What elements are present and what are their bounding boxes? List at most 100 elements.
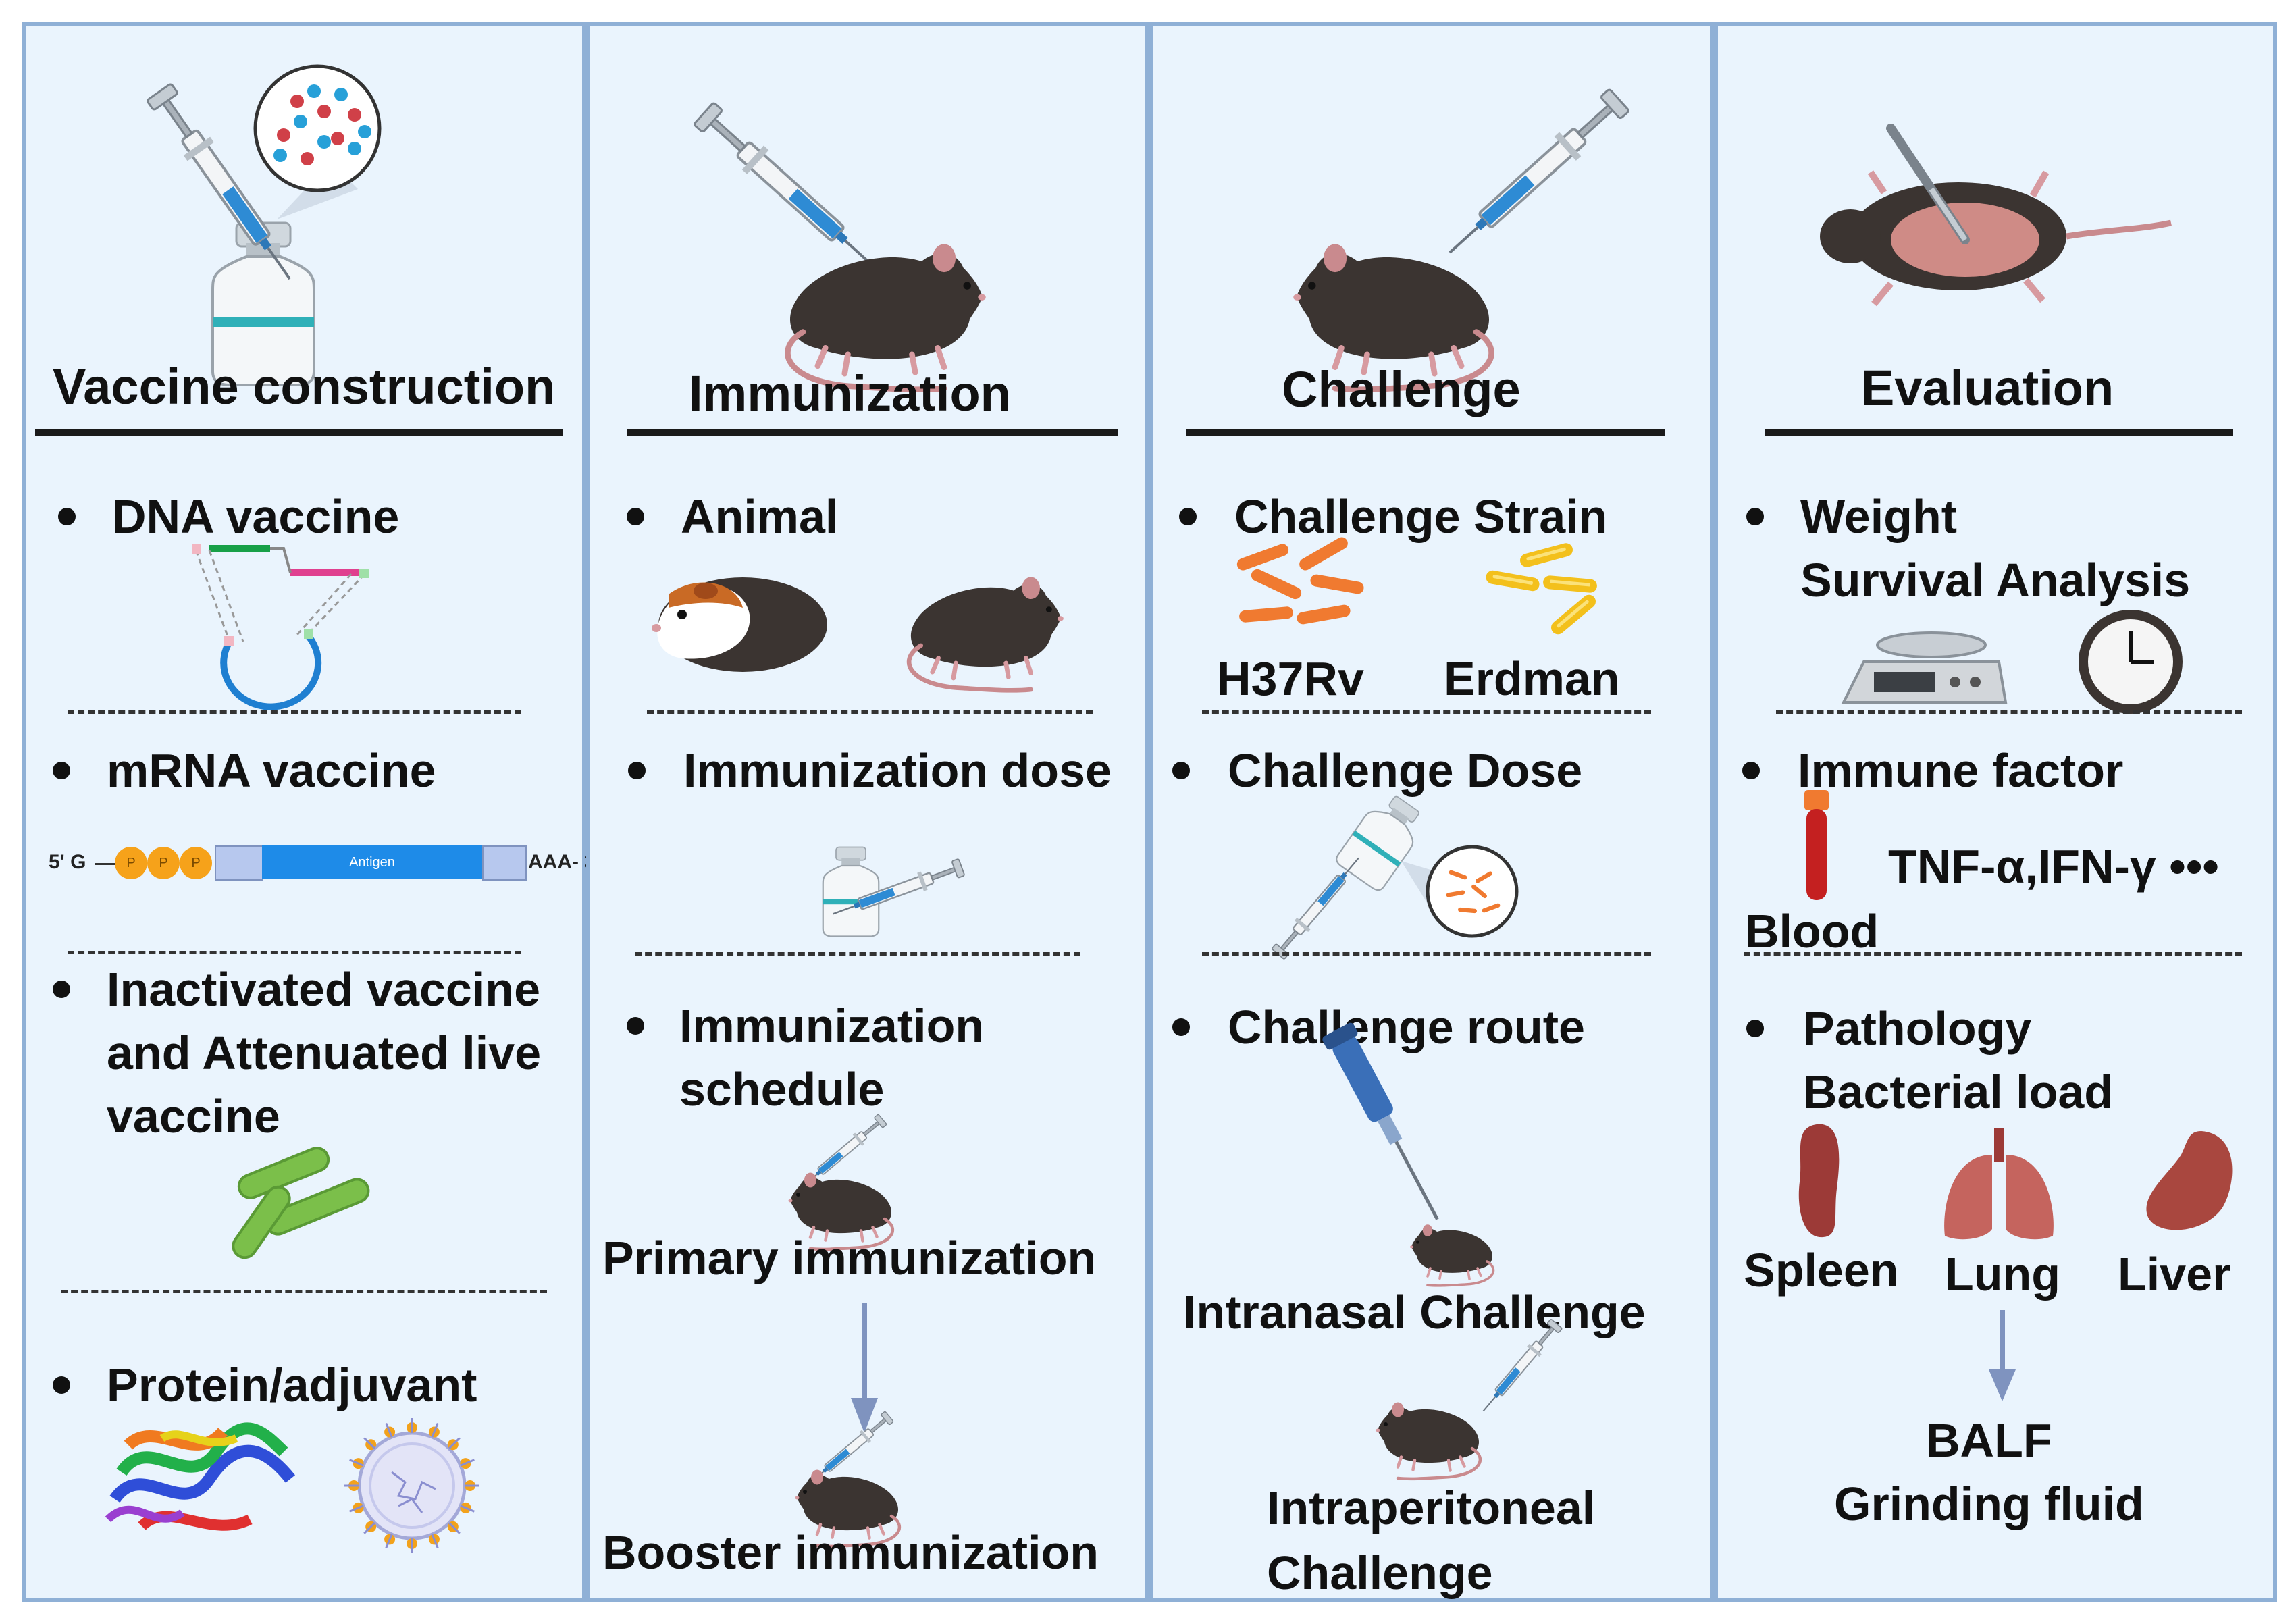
item-label: Animal: [681, 490, 839, 543]
strain-label: H37Rv: [1217, 652, 1364, 705]
adjuvant-spike: [363, 1437, 375, 1449]
organ-label: Spleen: [1744, 1244, 1899, 1297]
bullet: [53, 762, 70, 779]
protein-structure-icon: [105, 1422, 296, 1531]
adjuvant-spike: [431, 1534, 439, 1548]
challenge-mouse-injection-illustration: [1283, 86, 1632, 338]
item-label-line: Weight: [1800, 490, 1958, 543]
adjuvant-spike: [431, 1423, 439, 1438]
mouse-injection-illustration: [691, 99, 993, 351]
divider: [647, 710, 1093, 714]
panel-title: Challenge: [1282, 361, 1521, 417]
route-label: Intraperitoneal: [1267, 1482, 1596, 1534]
bullet: [627, 508, 644, 525]
liver-icon: [2146, 1131, 2233, 1230]
intraperitoneal-mouse-icon: [1371, 1317, 1564, 1472]
item-label: DNA vaccine: [112, 490, 400, 543]
item-label-line: Pathology: [1803, 1002, 2032, 1055]
divider: [1744, 952, 2242, 956]
sample-label: Blood: [1745, 905, 1879, 958]
bullet: [1179, 508, 1197, 525]
item-label: Protein/adjuvant: [107, 1359, 477, 1411]
adjuvant-spike: [349, 1459, 364, 1467]
booster-immunization-mouse-icon: [790, 1410, 952, 1533]
spleen-icon: [1798, 1124, 1840, 1238]
primary-immunization-mouse-icon: [783, 1113, 945, 1236]
fluid-label: Grinding fluid: [1834, 1478, 2144, 1530]
panel-title: Vaccine construction: [53, 359, 556, 415]
mrna-utr-block: [215, 845, 263, 881]
divider: [635, 952, 1080, 956]
bullet: [628, 762, 646, 779]
bullet: [1746, 1020, 1764, 1037]
adjuvant-spike: [448, 1437, 461, 1449]
bacilli-icon: [232, 1147, 370, 1259]
adjuvant-spike: [363, 1522, 375, 1534]
divider: [1202, 710, 1651, 714]
pipette-intranasal-icon: [1322, 1022, 1495, 1287]
adjuvant-spike: [460, 1459, 475, 1467]
item-label-line: Immunization: [679, 999, 985, 1052]
adjuvant-spike: [349, 1505, 364, 1513]
item-label-line: and Attenuated live: [107, 1026, 542, 1079]
bullet: [58, 508, 76, 525]
organ-label: Lung: [1945, 1248, 2061, 1301]
adjuvant-spike: [385, 1423, 393, 1438]
mouse-icon: [871, 560, 1101, 696]
schedule-arrow: [851, 1303, 878, 1433]
guinea-pig-icon: [652, 577, 827, 672]
clock-icon: [2079, 610, 2183, 714]
item-label-line: Survival Analysis: [1800, 554, 2191, 606]
title-underline: [1765, 429, 2233, 436]
blood-tube-icon: [1804, 790, 1829, 900]
title-underline: [35, 429, 563, 436]
divider: [1776, 710, 2242, 714]
organ-label: Liver: [2118, 1248, 2231, 1301]
adjuvant-spike: [448, 1522, 461, 1534]
mrna-antigen-block: Antigen: [262, 845, 482, 879]
vaccine-syringe-vial-illustration: [144, 64, 382, 386]
adjuvant-nanoparticle-icon: [344, 1418, 479, 1553]
item-label-line: vaccine: [107, 1090, 280, 1143]
h37rv-bacteria-icon: [1235, 535, 1365, 625]
mrna-5-prime-label: 5' G: [49, 851, 86, 873]
title-underline: [1186, 429, 1665, 436]
bullet: [53, 1376, 70, 1394]
lung-to-fluid-arrow: [1989, 1310, 2016, 1401]
item-label: Immunization dose: [683, 744, 1112, 797]
bullet: [1746, 508, 1764, 525]
challenge-dose-icon: [1270, 787, 1519, 961]
bullet: [1172, 762, 1190, 779]
mrna-utr-block: [482, 845, 527, 881]
cytokine-label: TNF-α,IFN-γ •••: [1888, 840, 2219, 893]
item-label: Immune factor: [1798, 744, 2124, 797]
lung-icon: [1944, 1128, 2054, 1240]
item-label-line: schedule: [679, 1063, 885, 1116]
mrna-line: [95, 863, 115, 865]
route-label: Intranasal Challenge: [1183, 1286, 1646, 1338]
dose-vial-syringe-icon: [822, 846, 966, 937]
route-label: Challenge: [1267, 1546, 1493, 1599]
panel-title: Immunization: [689, 365, 1011, 421]
erdman-bacteria-icon: [1484, 541, 1599, 637]
item-label-line: Inactivated vaccine: [107, 963, 540, 1016]
fluid-label: BALF: [1926, 1414, 2052, 1467]
mrna-cap: P: [147, 847, 180, 879]
schedule-step-label: Booster immunization: [602, 1526, 1099, 1579]
panel-title: Evaluation: [1861, 360, 2114, 416]
item-label: Challenge Strain: [1234, 490, 1608, 543]
scale-icon: [1841, 631, 2008, 704]
mrna-cap: P: [180, 847, 212, 879]
item-label: mRNA vaccine: [107, 744, 436, 797]
mrna-construct-diagram: 5' G P P P Antigen AAA- 3': [47, 843, 600, 885]
bullet: [53, 981, 70, 998]
adjuvant-spike: [385, 1534, 393, 1548]
item-label: Challenge Dose: [1228, 744, 1583, 797]
bullet: [1742, 762, 1760, 779]
item-label-line: Bacterial load: [1803, 1066, 2114, 1118]
mrna-cap: P: [115, 847, 147, 879]
divider: [68, 951, 521, 954]
adjuvant-spike: [460, 1505, 475, 1513]
strain-label: Erdman: [1444, 652, 1620, 705]
title-underline: [627, 429, 1118, 436]
